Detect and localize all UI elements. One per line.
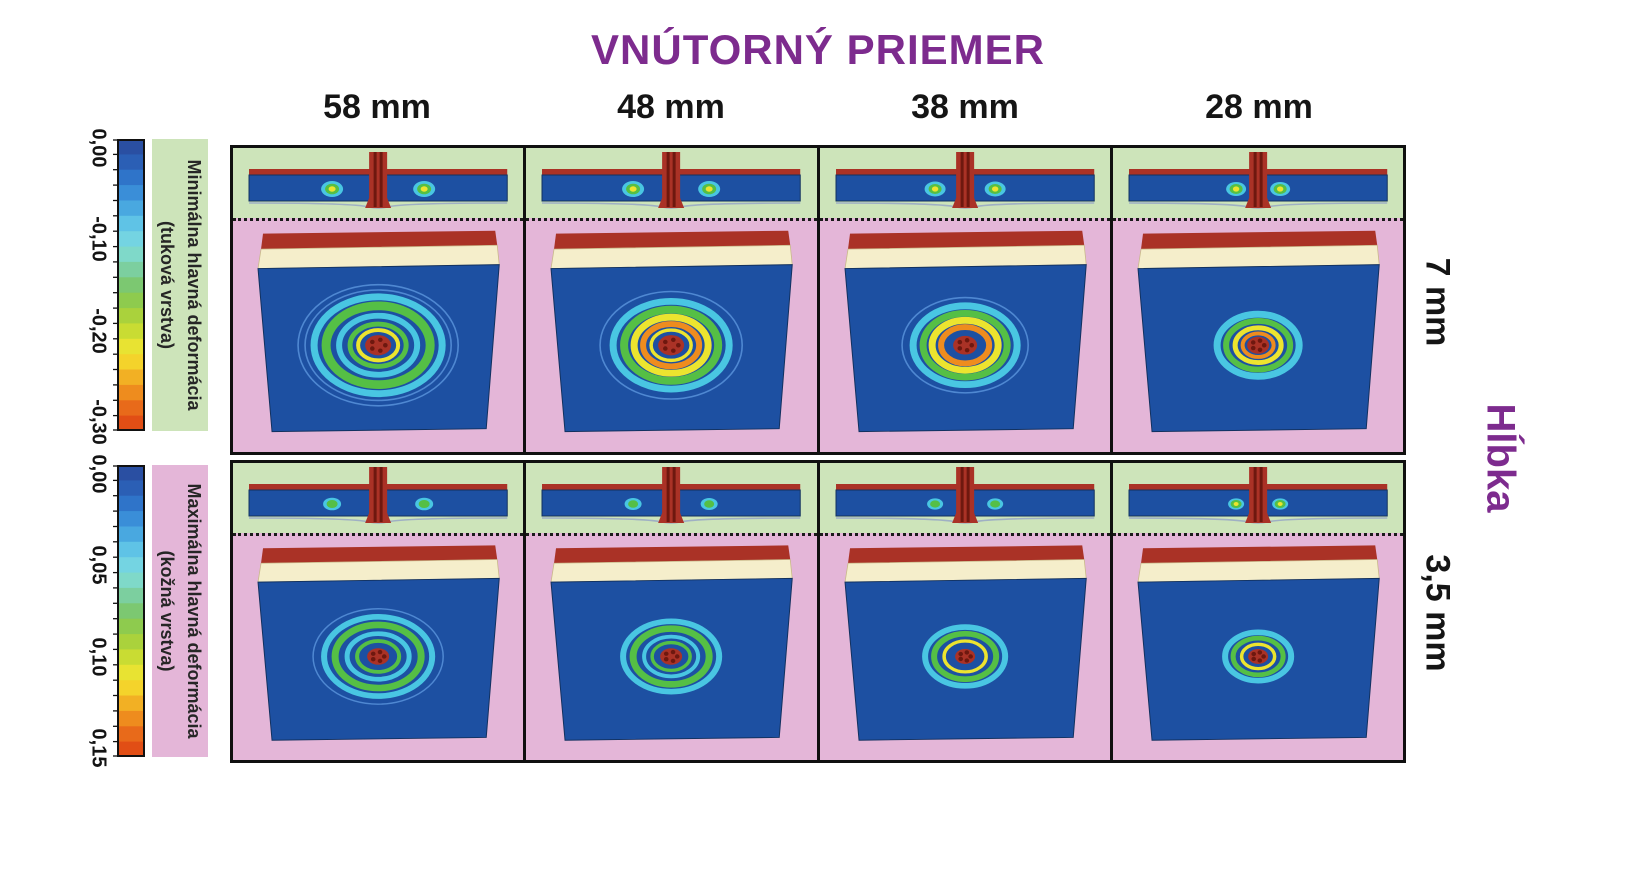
surface-panel [819,533,1110,760]
cross-section-panel [819,148,1110,218]
colorbar-label-panel-fat-layer: Minimálna hlavná deformácia (tuková vrst… [152,139,208,431]
cross-section-plot [835,467,1095,524]
surface-panel [233,533,524,760]
colorbar-group-max-strain: 0,00 0,05 0,10 0,15 Maximálna hlavná def… [84,454,208,768]
colorbar-label-line1: Minimálna hlavná deformácia [184,159,204,411]
colorbar-ticks-min: 0,00 -0,10 -0,20 -0,30 [84,128,112,445]
column-header-58mm: 58 mm [323,88,431,126]
column-header-38mm: 38 mm [911,88,1019,126]
cross-section-plot [248,467,508,524]
colorbar-tick-label: 0,10 [87,637,110,677]
cross-section-panel [526,148,817,218]
colorbar-label-line2: (kožná vrstva) [157,550,177,672]
colorbar-ticks-max: 0,00 0,05 0,10 0,15 [84,454,112,767]
cross-section-panel [233,148,524,218]
colorbar-gradient [113,465,145,757]
colorbar-tick-label: -0,20 [87,307,110,354]
column-headers: 58 mm 48 mm 38 mm 28 mm [230,88,1406,127]
surface-plot [843,230,1087,433]
row-label-3-5mm: 3,5 mm [1418,554,1457,672]
surface-plot [1137,545,1380,741]
cross-section-panel [1112,463,1403,533]
cross-section-panel [1112,148,1403,218]
sim-cell-row0-col3 [1109,148,1403,452]
colorbar-tick-label: 0,15 [87,728,110,768]
sim-cell-row1-col3 [1109,463,1403,760]
colorbar-tick-label: -0,10 [87,216,110,262]
surface-plot [550,545,794,741]
colorbar-tick-label: 0,05 [87,545,110,585]
colorbar-scale-max [112,465,152,757]
sim-cell-row0-col0 [233,148,524,452]
surface-plot [1137,230,1380,433]
surface-plot [550,230,794,433]
row-axis-title: Hĺbka [1478,403,1523,513]
colorbar-tick-label: -0,30 [87,399,110,446]
surface-plot [257,230,500,433]
colorbar-tick-label: 0,00 [87,128,110,168]
row-group-0 [230,145,1406,455]
surface-plot [257,545,500,741]
cross-section-panel [233,463,524,533]
surface-panel [526,533,817,760]
colorbar-label-line2: (tuková vrstva) [157,220,177,350]
cross-section-plot [1128,467,1388,524]
surface-panel [233,218,524,452]
sim-cell-row1-col0 [233,463,524,760]
surface-panel [1112,533,1403,760]
surface-panel [1112,218,1403,452]
sim-cell-row1-col1 [523,463,817,760]
colorbar-label-panel-skin-layer: Maximálna hlavná deformácia (kožná vrstv… [152,465,208,757]
cross-section-panel [819,463,1110,533]
colorbar-label: Maximálna hlavná deformácia (kožná vrstv… [153,483,207,738]
colorbar-group-min-strain: 0,00 -0,10 -0,20 -0,30 Minimálna hlavná … [84,128,208,445]
cross-section-plot [541,467,801,524]
sim-cell-row1-col2 [816,463,1110,760]
simulation-grid [230,145,1406,763]
colorbar-scale-min [112,139,152,431]
surface-plot [843,545,1087,741]
cross-section-panel [526,463,817,533]
colorbar-tick-label: 0,00 [87,454,110,494]
colorbar-label: Minimálna hlavná deformácia (tuková vrst… [153,159,207,410]
cross-section-plot [541,152,801,209]
column-header-28mm: 28 mm [1205,88,1313,126]
cross-section-plot [1128,152,1388,209]
surface-panel [819,218,1110,452]
cross-section-plot [248,152,508,209]
surface-panel [526,218,817,452]
column-header-48mm: 48 mm [617,88,725,126]
row-group-1 [230,460,1406,763]
row-label-7mm: 7 mm [1418,257,1457,347]
colorbar-label-line1: Maximálna hlavná deformácia [184,483,204,739]
figure-title: VNÚTORNÝ PRIEMER [591,26,1045,73]
sim-cell-row0-col1 [523,148,817,452]
colorbar-gradient [113,139,145,431]
cross-section-plot [835,152,1095,209]
sim-cell-row0-col2 [816,148,1110,452]
